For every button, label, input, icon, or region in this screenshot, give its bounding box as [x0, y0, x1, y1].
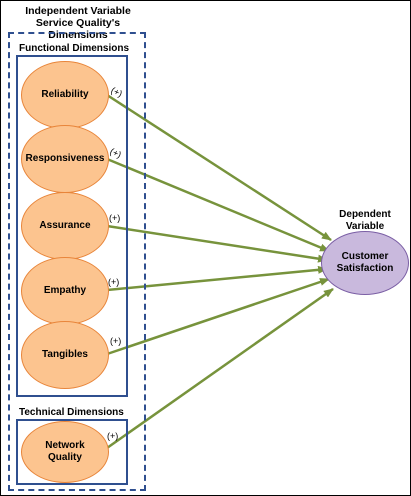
- customer-satisfaction-label-line1: Customer: [341, 251, 389, 262]
- empathy-label: Empathy: [43, 285, 87, 296]
- network-quality-label: Network Quality: [45, 440, 84, 464]
- functional-dimensions-title: Functional Dimensions: [19, 43, 130, 54]
- tangibles-sign: (+): [110, 336, 122, 346]
- dependent-title-line2: Variable: [345, 221, 385, 232]
- network-quality-node: Network Quality: [21, 421, 109, 483]
- technical-dimensions-title: Technical Dimensions: [19, 407, 124, 418]
- network-quality-sign: (+): [107, 431, 119, 441]
- responsiveness-node: Responsiveness: [21, 125, 109, 193]
- customer-satisfaction-node: Customer Satisfaction: [321, 231, 409, 295]
- network-quality-label-line2: Quality: [48, 452, 82, 463]
- arrow-assurance: [106, 224, 328, 263]
- independent-title-line1: Independent Variable: [25, 5, 131, 17]
- network-quality-label-line1: Network: [45, 440, 85, 451]
- assurance-label: Assurance: [39, 220, 91, 231]
- responsiveness-label: Responsiveness: [25, 153, 105, 164]
- technical-dimensions-box: [16, 419, 128, 485]
- customer-satisfaction-label: Customer Satisfaction: [337, 251, 394, 275]
- functional-dimensions-box: [16, 55, 128, 397]
- tangibles-label: Tangibles: [42, 349, 88, 360]
- dependent-title-line1: Dependent: [339, 209, 391, 220]
- empathy-node: Empathy: [21, 257, 109, 325]
- tangibles-node: Tangibles: [21, 321, 109, 389]
- reliability-node: Reliability: [21, 61, 109, 129]
- assurance-sign: (+): [109, 213, 121, 223]
- reliability-label: Reliability: [41, 89, 89, 100]
- assurance-node: Assurance: [21, 192, 109, 260]
- arrow-empathy: [106, 265, 328, 292]
- customer-satisfaction-label-line2: Satisfaction: [336, 263, 394, 274]
- empathy-sign: (+): [108, 277, 120, 287]
- independent-variable-box: [8, 32, 146, 491]
